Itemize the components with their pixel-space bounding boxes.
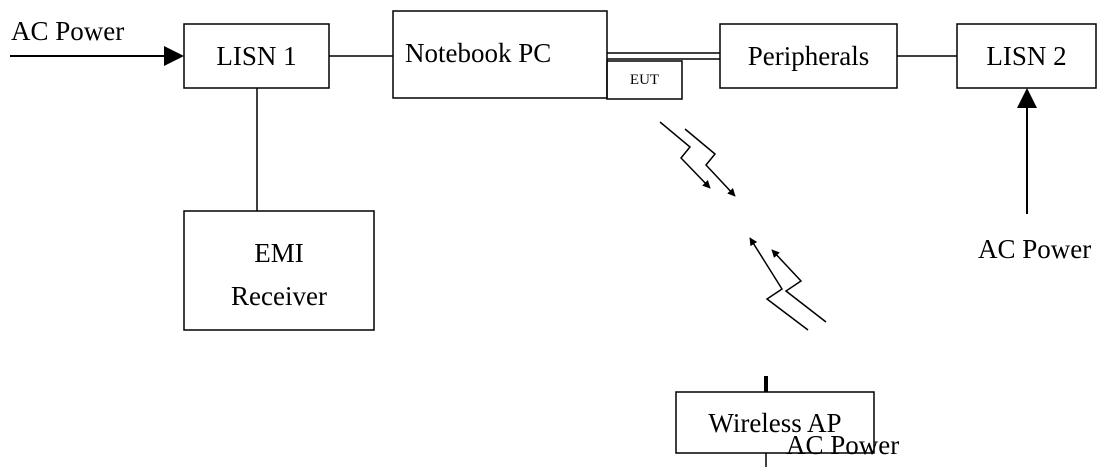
ac-power-bottom-label: AC Power xyxy=(786,430,900,460)
wireless-signal-down-1 xyxy=(659,121,711,189)
lisn1-label: LISN 1 xyxy=(216,41,297,71)
wireless-ap-box xyxy=(675,391,875,454)
emi-receiver-label-line1: EMI xyxy=(254,238,304,268)
notebook-pc-box xyxy=(392,10,608,99)
wireless-ap-label: Wireless AP xyxy=(708,408,842,438)
wireless-signal-up-2 xyxy=(771,249,827,323)
eut-label: EUT xyxy=(629,72,660,88)
ac-power-right-label: AC Power xyxy=(978,234,1092,264)
wireless-signal-down-2 xyxy=(684,128,736,197)
ac-power-left-label: AC Power xyxy=(11,16,125,46)
emi-receiver-label-line2: Receiver xyxy=(231,281,327,311)
notebook-pc-label: Notebook PC xyxy=(405,38,552,68)
eut-box xyxy=(606,60,683,100)
peripherals-label: Peripherals xyxy=(747,41,870,71)
emi-receiver-box xyxy=(183,210,375,331)
wireless-signal-up-1 xyxy=(749,237,809,331)
lisn2-label: LISN 2 xyxy=(986,41,1067,71)
